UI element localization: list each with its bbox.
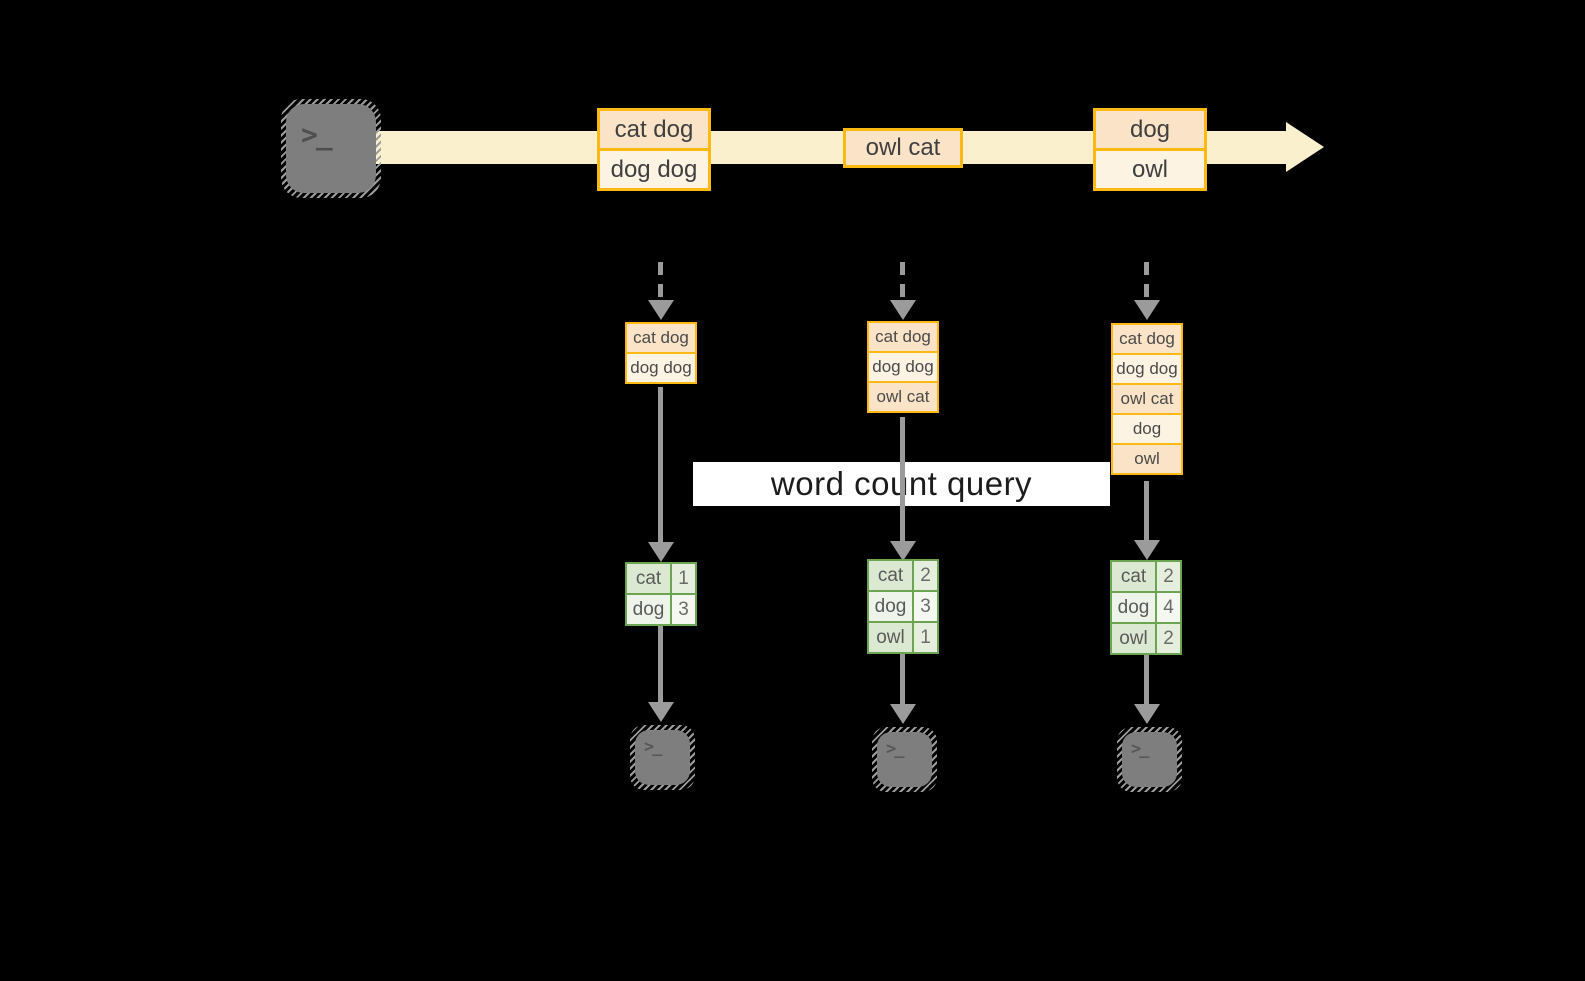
count-cell: 1 xyxy=(672,564,695,593)
input-record: dog dog xyxy=(1113,355,1181,383)
count-cell: 2 xyxy=(1157,562,1180,591)
input-record: owl cat xyxy=(869,383,937,411)
terminal-body: >_ xyxy=(877,732,932,787)
input-record: owl cat xyxy=(1113,385,1181,413)
query-arrow-3 xyxy=(1144,481,1149,540)
table-row: owl 2 xyxy=(1112,624,1180,653)
query-arrowhead-3-icon xyxy=(1134,540,1160,560)
count-cell: 4 xyxy=(1157,593,1180,622)
result-table-2: cat 2 dog 3 owl 1 xyxy=(867,559,939,654)
ingest-arrowhead-2-icon xyxy=(890,300,916,320)
stream-timeline-arrowhead-icon xyxy=(1286,122,1324,172)
input-record: cat dog xyxy=(627,324,695,352)
output-arrowhead-3-icon xyxy=(1134,704,1160,724)
table-row: dog 4 xyxy=(1112,593,1180,622)
input-table-2: cat dog dog dog owl cat xyxy=(867,321,939,413)
count-cell: 3 xyxy=(672,595,695,624)
ingest-arrowhead-3-icon xyxy=(1134,300,1160,320)
table-row: cat 1 xyxy=(627,564,695,593)
stream-batch-3: dog owl xyxy=(1093,108,1207,191)
terminal-prompt-glyph: >_ xyxy=(886,739,905,759)
word-cell: dog xyxy=(869,592,912,621)
input-record: dog dog xyxy=(869,353,937,381)
terminal-sink-3-icon: >_ xyxy=(1117,727,1182,792)
count-cell: 2 xyxy=(1157,624,1180,653)
ingest-arrow-3 xyxy=(1144,262,1149,302)
word-cell: cat xyxy=(627,564,670,593)
stream-batch-1: cat dog dog dog xyxy=(597,108,711,191)
output-arrow-1 xyxy=(658,626,663,702)
stream-batch-2: owl cat xyxy=(843,128,963,168)
stream-record: owl cat xyxy=(846,131,960,165)
terminal-sink-1-icon: >_ xyxy=(630,725,695,790)
word-cell: dog xyxy=(1112,593,1155,622)
terminal-sink-2-icon: >_ xyxy=(872,727,937,792)
count-cell: 3 xyxy=(914,592,937,621)
ingest-arrow-1 xyxy=(658,262,663,302)
input-table-1: cat dog dog dog xyxy=(625,322,697,384)
input-record: cat dog xyxy=(1113,325,1181,353)
terminal-body: >_ xyxy=(286,104,376,193)
word-cell: dog xyxy=(627,595,670,624)
input-record: dog xyxy=(1113,415,1181,443)
word-cell: cat xyxy=(1112,562,1155,591)
count-cell: 1 xyxy=(914,623,937,652)
terminal-body: >_ xyxy=(635,730,690,785)
terminal-source-icon: >_ xyxy=(281,99,381,198)
stream-record: owl xyxy=(1096,151,1204,188)
word-cell: cat xyxy=(869,561,912,590)
input-record: cat dog xyxy=(869,323,937,351)
input-record: owl xyxy=(1113,445,1181,473)
result-table-3: cat 2 dog 4 owl 2 xyxy=(1110,560,1182,655)
result-table-1: cat 1 dog 3 xyxy=(625,562,697,626)
terminal-prompt-glyph: >_ xyxy=(1131,739,1150,759)
table-row: cat 2 xyxy=(869,561,937,590)
word-cell: owl xyxy=(1112,624,1155,653)
terminal-body: >_ xyxy=(1122,732,1177,787)
query-arrow-2 xyxy=(900,417,905,541)
input-table-3: cat dog dog dog owl cat dog owl xyxy=(1111,323,1183,475)
table-row: dog 3 xyxy=(869,592,937,621)
output-arrow-3 xyxy=(1144,655,1149,704)
ingest-arrowhead-1-icon xyxy=(648,300,674,320)
query-arrowhead-1-icon xyxy=(648,542,674,562)
output-arrow-2 xyxy=(900,654,905,704)
table-row: dog 3 xyxy=(627,595,695,624)
stream-record: dog xyxy=(1096,111,1204,148)
stream-record: cat dog xyxy=(600,111,708,148)
ingest-arrow-2 xyxy=(900,262,905,302)
table-row: cat 2 xyxy=(1112,562,1180,591)
terminal-prompt-glyph: >_ xyxy=(644,737,663,757)
table-row: owl 1 xyxy=(869,623,937,652)
query-arrowhead-2-icon xyxy=(890,541,916,561)
output-arrowhead-2-icon xyxy=(890,704,916,724)
word-cell: owl xyxy=(869,623,912,652)
output-arrowhead-1-icon xyxy=(648,702,674,722)
count-cell: 2 xyxy=(914,561,937,590)
query-arrow-1 xyxy=(658,387,663,542)
input-record: dog dog xyxy=(627,354,695,382)
stream-record: dog dog xyxy=(600,151,708,188)
terminal-prompt-glyph: >_ xyxy=(301,118,333,151)
